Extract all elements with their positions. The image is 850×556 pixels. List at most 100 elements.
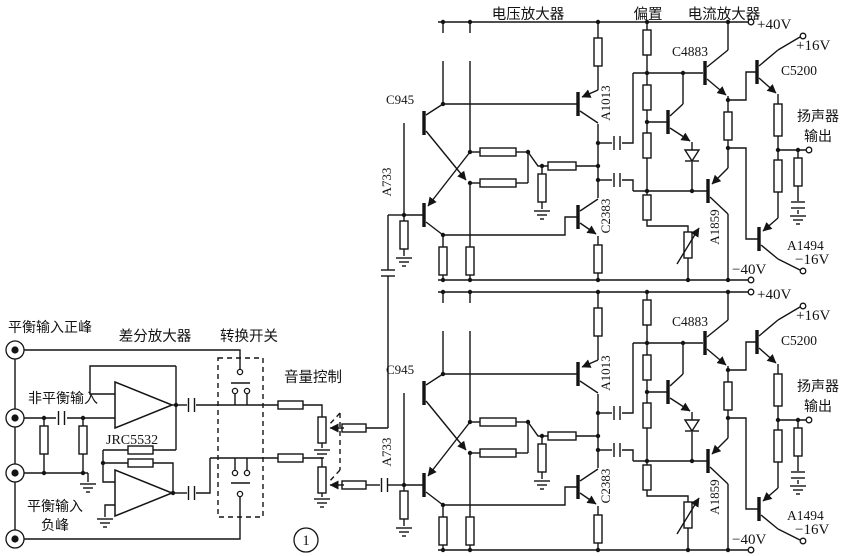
- resistor: [773, 373, 783, 407]
- wire: [777, 258, 801, 271]
- trimmer-arrow: [676, 227, 700, 265]
- emitter-arrow: [427, 421, 471, 477]
- label-transistor-a1859: A1859: [707, 479, 722, 514]
- emitter-arrow: [758, 347, 777, 364]
- junction-dot: [401, 212, 407, 218]
- resistor: [642, 402, 652, 429]
- emitter-arrow: [427, 151, 471, 207]
- resistor: [593, 37, 603, 67]
- section-heading-labels: 电压放大器偏置电流放大器: [492, 6, 761, 23]
- wire: [579, 380, 599, 394]
- resistor: [465, 246, 475, 276]
- junction-dot: [725, 547, 731, 553]
- resistor: [78, 425, 88, 455]
- resistor: [593, 244, 603, 274]
- wire: [669, 373, 684, 387]
- terminal: [805, 146, 813, 154]
- terminal: [805, 416, 813, 424]
- rca-jack-pin: [11, 535, 19, 543]
- wire: [777, 306, 801, 321]
- junction-dot: [595, 140, 601, 146]
- terminal: [747, 288, 755, 296]
- resistor: [642, 194, 652, 221]
- junction-dot: [775, 417, 781, 423]
- resistor: [127, 445, 154, 455]
- wire: [669, 103, 684, 117]
- resistor: [317, 416, 327, 444]
- junction-dot: [467, 547, 473, 553]
- label-transistor-a1494: A1494: [787, 238, 824, 253]
- wire: [622, 179, 634, 191]
- wire: [443, 216, 578, 236]
- junction-dot: [440, 502, 446, 508]
- junction-dot: [440, 232, 446, 238]
- wire: [24, 497, 241, 540]
- selector-switch-box: [217, 357, 264, 518]
- emitter-arrow: [762, 487, 779, 502]
- emitter-arrow: [758, 77, 777, 94]
- terminal: [799, 537, 807, 545]
- junction-dot: [467, 149, 473, 155]
- junction-dot: [173, 402, 179, 408]
- wire: [709, 196, 729, 215]
- emitter-arrow: [669, 397, 691, 412]
- resistor: [465, 516, 475, 546]
- resistor: [642, 84, 652, 111]
- label-speaker-output-line1: 扬声器: [797, 379, 839, 395]
- junction-dot: [467, 180, 473, 186]
- junction-dot: [725, 289, 731, 295]
- wire: [579, 198, 599, 212]
- resistor: [537, 443, 547, 473]
- terminal: [747, 546, 755, 554]
- wire: [760, 514, 779, 530]
- label-current-amplifier-section: 电流放大器: [688, 6, 761, 23]
- wire: [443, 486, 578, 506]
- resistor: [642, 29, 652, 56]
- junction-dot: [644, 289, 650, 295]
- resistor: [479, 147, 517, 157]
- emitter-arrow: [669, 127, 691, 142]
- junction-dot: [41, 470, 47, 476]
- label-balanced-input-positive: 平衡输入正峰: [8, 320, 92, 336]
- label-rail-plus-16v: +16V: [796, 308, 830, 324]
- emitter-arrow: [581, 359, 599, 368]
- wire: [425, 221, 444, 236]
- junction-dot: [725, 145, 731, 151]
- terminal: [799, 302, 807, 310]
- resistor: [593, 514, 603, 544]
- label-rail-minus-16v: −16V: [795, 522, 829, 538]
- amplifier-channel-2: C945A733A1013C2383C4883A1859C5200A1494+4…: [379, 287, 839, 554]
- figure-number: 1: [302, 533, 310, 549]
- resistor: [547, 161, 577, 171]
- label-rail-minus-40v: −40V: [732, 262, 766, 278]
- terminal: [799, 267, 807, 275]
- wire: [646, 490, 689, 502]
- terminal: [799, 32, 807, 40]
- label-transistor-c5200: C5200: [781, 63, 817, 78]
- emitter-arrow: [579, 222, 597, 235]
- junction-dot: [725, 19, 731, 25]
- junction-dot: [401, 482, 407, 488]
- junction-dot: [644, 188, 650, 194]
- label-transistor-c945: C945: [386, 362, 414, 377]
- junction-dot: [595, 19, 601, 25]
- junction-dot: [595, 410, 601, 416]
- switch-contact: [243, 387, 251, 395]
- junction-dot: [680, 70, 686, 76]
- wire: [303, 404, 323, 417]
- label-speaker-output-line1: 扬声器: [797, 109, 839, 125]
- label-transistor-c5200: C5200: [781, 333, 817, 348]
- wire: [622, 343, 634, 414]
- opamp-triangle: [114, 380, 175, 430]
- emitter-arrow: [706, 78, 727, 96]
- junction-dot: [539, 433, 545, 439]
- switch-contact: [236, 368, 244, 376]
- resistor: [793, 427, 803, 457]
- wire: [777, 36, 801, 51]
- wire: [706, 319, 729, 338]
- wire: [760, 244, 779, 260]
- switch-contact: [236, 490, 244, 498]
- resistor: [341, 423, 367, 433]
- wire: [777, 528, 801, 541]
